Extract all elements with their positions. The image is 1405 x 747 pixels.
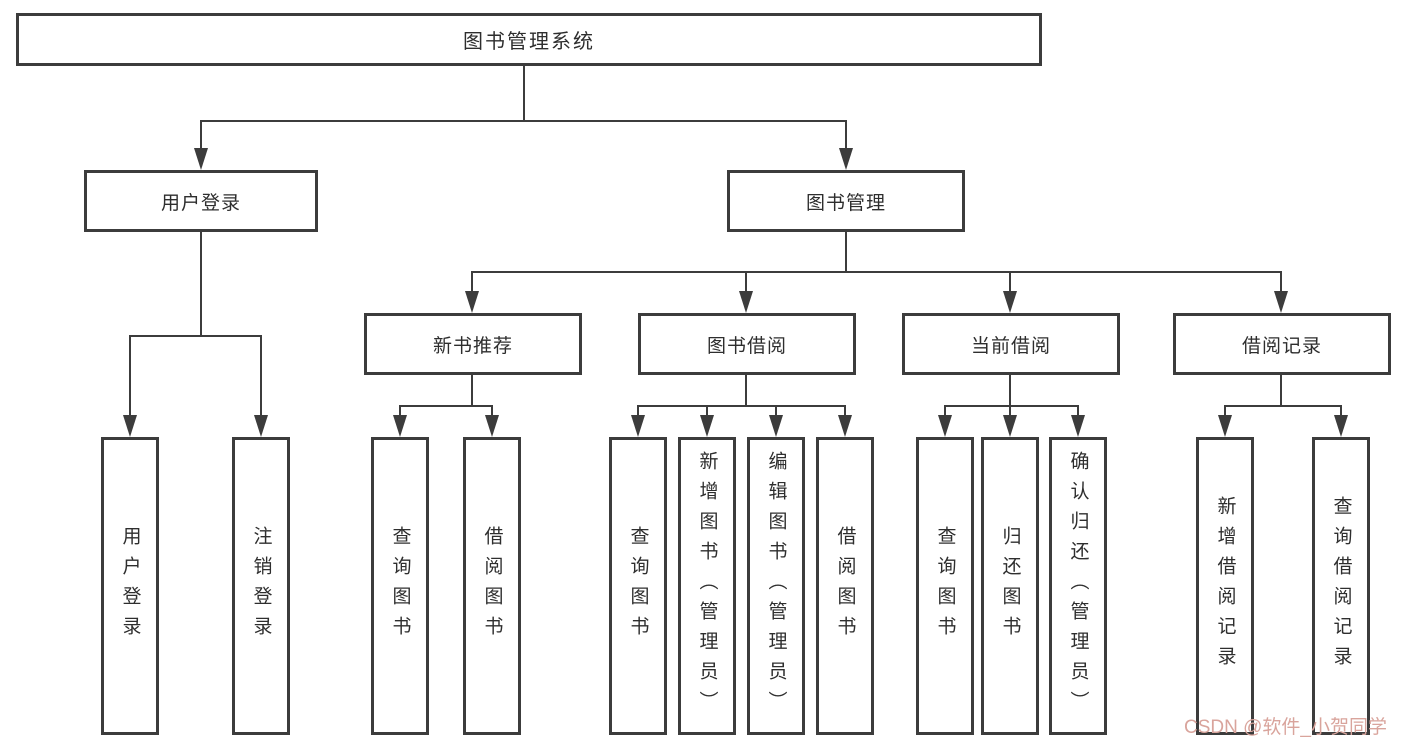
arrowhead-down-icon [838, 415, 852, 437]
node-book-borrowing: 图书借阅 [638, 313, 856, 375]
watermark: CSDN @软件_小贺同学 [1184, 717, 1387, 738]
arrowhead-down-icon [465, 291, 479, 313]
leaf-query-borrow-record-label: 查询借阅记录 [1330, 496, 1352, 676]
connector-vline [1340, 405, 1342, 417]
leaf-add-borrow-record: 新增借阅记录 [1196, 437, 1254, 735]
connector-vline [471, 271, 473, 293]
node-book-management-label: 图书管理 [805, 192, 886, 214]
arrowhead-down-icon [631, 415, 645, 437]
connector-vline [637, 405, 639, 417]
leaf-query-book-current: 查询图书 [916, 437, 974, 735]
arrowhead-down-icon [485, 415, 499, 437]
connector-vline [523, 64, 525, 121]
arrowhead-down-icon [194, 148, 208, 170]
leaf-edit-book-admin-label: 编辑图书（管理员） [765, 451, 787, 721]
leaf-confirm-return-admin: 确认归还（管理员） [1049, 437, 1107, 735]
connector-vline [200, 120, 202, 150]
connector-vline [1077, 405, 1079, 417]
connector-vline [491, 405, 493, 417]
leaf-query-book-current-label: 查询图书 [934, 526, 956, 646]
connector-vline [1280, 375, 1282, 407]
arrowhead-down-icon [839, 148, 853, 170]
leaf-query-borrow-record: 查询借阅记录 [1312, 437, 1370, 735]
arrowhead-down-icon [393, 415, 407, 437]
node-user-login: 用户登录 [84, 170, 318, 232]
connector-vline [1009, 405, 1011, 417]
connector-vline [1009, 375, 1011, 407]
arrowhead-down-icon [123, 415, 137, 437]
connector-vline [129, 335, 131, 415]
connector-vline [260, 335, 262, 415]
connector-vline [944, 405, 946, 417]
leaf-add-book-admin: 新增图书（管理员） [678, 437, 736, 735]
arrowhead-down-icon [1274, 291, 1288, 313]
leaf-query-book-recommend-label: 查询图书 [389, 526, 411, 646]
node-new-book-recommend: 新书推荐 [364, 313, 582, 375]
leaf-borrow-book-label: 借阅图书 [834, 526, 856, 646]
connector-vline [1224, 405, 1226, 417]
arrowhead-down-icon [700, 415, 714, 437]
connector-vline [1009, 271, 1011, 293]
leaf-user-login-label: 用户登录 [119, 526, 141, 646]
leaf-return-book: 归还图书 [981, 437, 1039, 735]
connector-vline [745, 375, 747, 407]
node-root-label: 图书管理系统 [463, 31, 595, 53]
leaf-query-book-borrowing: 查询图书 [609, 437, 667, 735]
leaf-borrow-book: 借阅图书 [816, 437, 874, 735]
connector-vline [1280, 271, 1282, 293]
arrowhead-down-icon [1334, 415, 1348, 437]
leaf-logout-login: 注销登录 [232, 437, 290, 735]
connector-hline [129, 335, 262, 337]
node-borrow-records-label: 借阅记录 [1241, 335, 1322, 357]
leaf-logout-login-label: 注销登录 [250, 526, 272, 646]
leaf-add-book-admin-label: 新增图书（管理员） [696, 451, 718, 721]
arrowhead-down-icon [769, 415, 783, 437]
connector-hline [637, 405, 846, 407]
connector-vline [845, 120, 847, 150]
arrowhead-down-icon [739, 291, 753, 313]
node-book-management: 图书管理 [727, 170, 965, 232]
arrowhead-down-icon [254, 415, 268, 437]
connector-vline [399, 405, 401, 417]
connector-hline [1224, 405, 1342, 407]
leaf-borrow-book-recommend: 借阅图书 [463, 437, 521, 735]
leaf-user-login: 用户登录 [101, 437, 159, 735]
connector-hline [200, 120, 847, 122]
node-current-borrowing-label: 当前借阅 [970, 335, 1051, 357]
connector-vline [845, 232, 847, 271]
connector-hline [399, 405, 493, 407]
node-book-borrowing-label: 图书借阅 [706, 335, 787, 357]
connector-vline [775, 405, 777, 417]
connector-hline [944, 405, 1079, 407]
arrowhead-down-icon [1003, 415, 1017, 437]
connector-vline [200, 232, 202, 335]
arrowhead-down-icon [1071, 415, 1085, 437]
connector-vline [745, 271, 747, 293]
leaf-edit-book-admin: 编辑图书（管理员） [747, 437, 805, 735]
leaf-query-book-borrowing-label: 查询图书 [627, 526, 649, 646]
leaf-borrow-book-recommend-label: 借阅图书 [481, 526, 503, 646]
arrowhead-down-icon [1003, 291, 1017, 313]
leaf-confirm-return-admin-label: 确认归还（管理员） [1067, 451, 1089, 721]
leaf-return-book-label: 归还图书 [999, 526, 1021, 646]
node-new-book-recommend-label: 新书推荐 [432, 335, 513, 357]
connector-vline [844, 405, 846, 417]
node-borrow-records: 借阅记录 [1173, 313, 1391, 375]
leaf-add-borrow-record-label: 新增借阅记录 [1214, 496, 1236, 676]
node-root: 图书管理系统 [16, 13, 1042, 66]
arrowhead-down-icon [938, 415, 952, 437]
leaf-query-book-recommend: 查询图书 [371, 437, 429, 735]
arrowhead-down-icon [1218, 415, 1232, 437]
node-current-borrowing: 当前借阅 [902, 313, 1120, 375]
connector-vline [471, 375, 473, 407]
node-user-login-label: 用户登录 [160, 192, 241, 214]
connector-hline [471, 271, 1282, 273]
connector-vline [706, 405, 708, 417]
